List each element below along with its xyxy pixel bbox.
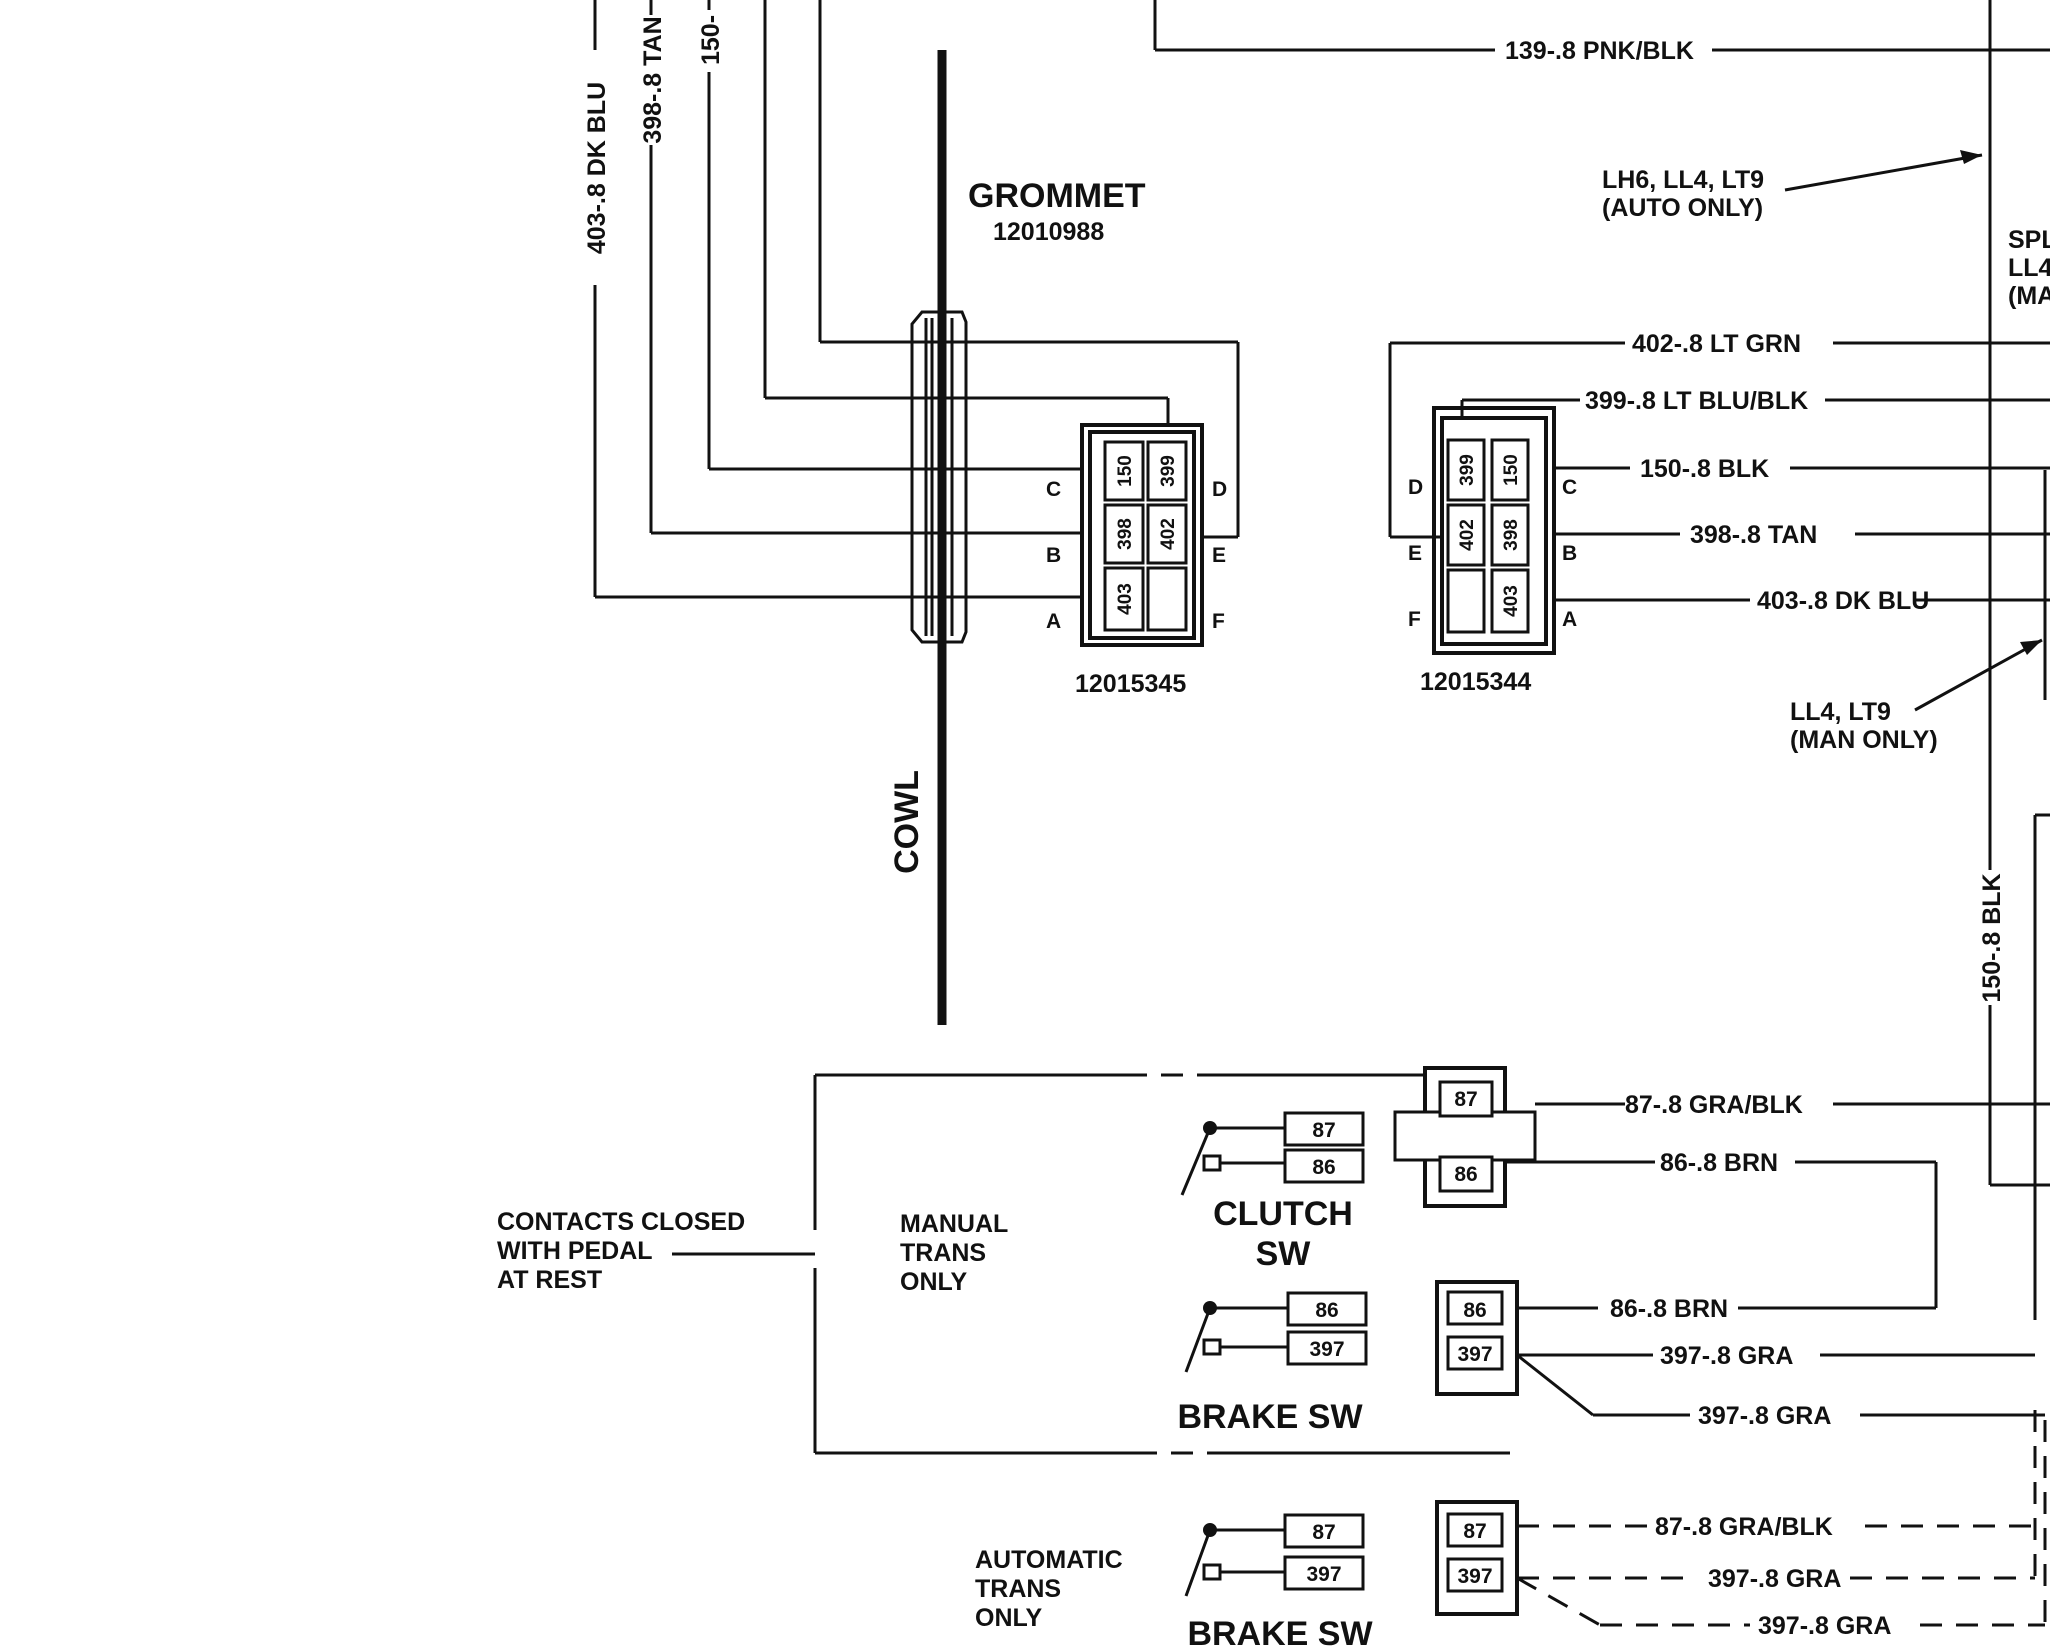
brake-sw-manual-label: BRAKE SW bbox=[1177, 1398, 1363, 1436]
manual-trans-bracket bbox=[672, 1073, 1510, 1455]
brake-conn-manual-cavity-86: 86 bbox=[1463, 1299, 1486, 1322]
brake-switch-auto bbox=[1184, 1513, 1365, 1597]
wire-label-150-right: 150-.8 BLK bbox=[1640, 455, 1769, 483]
right-wires bbox=[1153, 0, 2050, 1320]
brake-conn-auto-cavity-87: 87 bbox=[1463, 1520, 1486, 1543]
wire-label-86-clutch: 86-.8 BRN bbox=[1660, 1149, 1778, 1177]
contacts-note-line3: AT REST bbox=[497, 1266, 602, 1294]
pin-c-right: C bbox=[1562, 476, 1577, 499]
wire-label-397-brake-a: 397-.8 GRA bbox=[1660, 1342, 1793, 1370]
clutch-sw-terminal-87: 87 bbox=[1312, 1119, 1335, 1142]
brake-sw-auto-terminal-397: 397 bbox=[1306, 1563, 1341, 1586]
automatic-trans-line3: ONLY bbox=[975, 1604, 1042, 1632]
wire-label-397-auto-b: 397-.8 GRA bbox=[1758, 1612, 1891, 1640]
clutch-conn-cavity-86: 86 bbox=[1454, 1163, 1477, 1186]
grommet-part-number: 12010988 bbox=[993, 218, 1104, 246]
connector-part-number-left: 12015345 bbox=[1075, 670, 1186, 698]
clutch-sw-terminal-86: 86 bbox=[1312, 1156, 1335, 1179]
auto-only-note-line2: (AUTO ONLY) bbox=[1602, 194, 1763, 222]
cavity-402-left: 402 bbox=[1158, 518, 1179, 550]
clutch-connector bbox=[1393, 1066, 2050, 1310]
wire-label-139: 139-.8 PNK/BLK bbox=[1505, 37, 1694, 65]
cowl-label: COWL bbox=[888, 770, 926, 874]
wire-label-397-auto-a: 397-.8 GRA bbox=[1708, 1565, 1841, 1593]
pin-f-right: F bbox=[1408, 608, 1421, 631]
manual-trans-line3: ONLY bbox=[900, 1268, 967, 1296]
clutch-sw-label-line1: CLUTCH bbox=[1213, 1195, 1353, 1233]
brake-conn-manual-cavity-397: 397 bbox=[1457, 1343, 1492, 1366]
edge-note-line1: SPL bbox=[2008, 226, 2050, 254]
pin-a-left: A bbox=[1046, 610, 1061, 633]
brake-connector-manual bbox=[1435, 1280, 2045, 1417]
wire-label-402-right: 402-.8 LT GRN bbox=[1632, 330, 1801, 358]
automatic-trans-line1: AUTOMATIC bbox=[975, 1546, 1123, 1574]
brake-sw-manual-terminal-86: 86 bbox=[1315, 1299, 1338, 1322]
brake-sw-manual-terminal-397: 397 bbox=[1309, 1338, 1344, 1361]
brake-sw-auto-label: BRAKE SW bbox=[1187, 1615, 1373, 1648]
wire-label-399-right: 399-.8 LT BLU/BLK bbox=[1585, 387, 1808, 415]
grommet bbox=[910, 310, 968, 644]
man-only-note-line1: LL4, LT9 bbox=[1790, 698, 1891, 726]
grommet-title: GROMMET bbox=[968, 177, 1146, 215]
automatic-trans-line2: TRANS bbox=[975, 1575, 1061, 1603]
wire-label-86-brake: 86-.8 BRN bbox=[1610, 1295, 1728, 1323]
clutch-conn-cavity-87: 87 bbox=[1454, 1088, 1477, 1111]
manual-trans-line1: MANUAL bbox=[900, 1210, 1008, 1238]
brake-connector-auto bbox=[1435, 1410, 2047, 1630]
clutch-sw-label-line2: SW bbox=[1256, 1235, 1312, 1273]
auto-only-note-line1: LH6, LL4, LT9 bbox=[1602, 166, 1764, 194]
man-only-note-line2: (MAN ONLY) bbox=[1790, 726, 1938, 754]
edge-note-line2: LL4 bbox=[2008, 254, 2050, 282]
cavity-399-right: 399 bbox=[1457, 454, 1478, 486]
cavity-403-left: 403 bbox=[1115, 583, 1136, 615]
pin-e-right: E bbox=[1408, 542, 1422, 565]
pin-e-left: E bbox=[1212, 544, 1226, 567]
cavity-402-right: 402 bbox=[1457, 519, 1478, 551]
brake-conn-auto-cavity-397: 397 bbox=[1457, 1565, 1492, 1588]
pin-b-right: B bbox=[1562, 542, 1577, 565]
edge-note-line3: (MA bbox=[2008, 282, 2050, 310]
manual-trans-line2: TRANS bbox=[900, 1239, 986, 1267]
wire-label-150-left: 150- bbox=[697, 15, 725, 65]
connector-12015345 bbox=[1080, 423, 1204, 647]
pin-b-left: B bbox=[1046, 544, 1061, 567]
brake-switch-manual bbox=[1184, 1291, 1368, 1373]
brake-sw-auto-terminal-87: 87 bbox=[1312, 1521, 1335, 1544]
connector-part-number-right: 12015344 bbox=[1420, 668, 1531, 696]
wire-label-403-left: 403-.8 DK BLU bbox=[583, 82, 611, 254]
wire-label-397-brake-b: 397-.8 GRA bbox=[1698, 1402, 1831, 1430]
pin-d-left: D bbox=[1212, 478, 1227, 501]
pin-a-right: A bbox=[1562, 608, 1577, 631]
pin-c-left: C bbox=[1046, 478, 1061, 501]
wire-label-403-right: 403-.8 DK BLU bbox=[1757, 587, 1929, 615]
contacts-note-line1: CONTACTS CLOSED bbox=[497, 1208, 745, 1236]
wire-label-398-left: 398-.8 TAN bbox=[639, 16, 667, 143]
wire-label-150-vertical: 150-.8 BLK bbox=[1978, 873, 2006, 1002]
wire-label-398-right: 398-.8 TAN bbox=[1690, 521, 1817, 549]
contacts-note-line2: WITH PEDAL bbox=[497, 1237, 653, 1265]
cavity-399-left: 399 bbox=[1158, 455, 1179, 487]
connector-12015344 bbox=[1432, 406, 1556, 655]
wire-label-87-auto: 87-.8 GRA/BLK bbox=[1655, 1513, 1833, 1541]
cavity-403-right: 403 bbox=[1501, 585, 1522, 617]
cavity-398-right: 398 bbox=[1501, 519, 1522, 551]
clutch-switch bbox=[1180, 1111, 1365, 1196]
cavity-150-right: 150 bbox=[1501, 454, 1522, 486]
cavity-398-left: 398 bbox=[1115, 518, 1136, 550]
pin-f-left: F bbox=[1212, 610, 1225, 633]
left-vertical-wires bbox=[593, 0, 1240, 599]
pin-d-right: D bbox=[1408, 476, 1423, 499]
wire-label-87-clutch: 87-.8 GRA/BLK bbox=[1625, 1091, 1803, 1119]
cavity-150-left: 150 bbox=[1115, 455, 1136, 487]
